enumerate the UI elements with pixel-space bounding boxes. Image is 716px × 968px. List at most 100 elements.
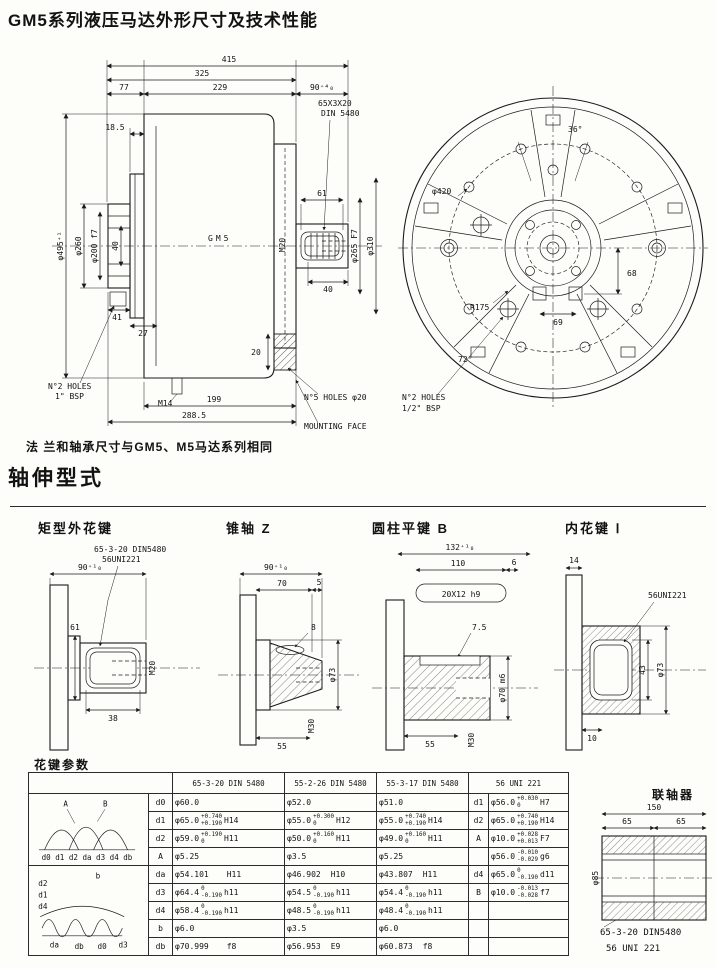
dim-229: 229 [213, 83, 228, 92]
sketch2-label: d2 [38, 879, 47, 888]
row-label: d2 [468, 811, 489, 830]
spline-cell: φ60.0 [172, 793, 285, 812]
dim-m14: M14 [158, 399, 173, 408]
table-row: A B d0 d1 d2 da d3 d4 db d0 φ60.0 φ52.0 … [28, 793, 569, 866]
mounting-face-label: MOUNTING FACE [304, 422, 367, 431]
row-label: db [148, 937, 173, 956]
spline-table-caption: 花键参数 [34, 758, 91, 772]
shaft2-d5: 5 [317, 578, 322, 587]
sketch2-label: da [50, 940, 59, 949]
dim-d495: φ495⁺¹ [56, 232, 65, 261]
flange-outline [402, 97, 704, 399]
dims-hub-bottom: 41 27 M14 [107, 307, 178, 408]
mounting-hatch-block [273, 333, 297, 371]
front-holes-callout-1: N°2 HOLES [402, 393, 446, 402]
dim-d200: φ200 f7 [90, 229, 99, 263]
dim-40-hub: 40 [111, 241, 120, 251]
shaft4-d73: φ73 [656, 663, 665, 678]
dim-d420-label: φ420 [432, 187, 451, 196]
dim-77: 77 [119, 83, 129, 92]
shaft2-m30: M30 [307, 719, 316, 734]
sketch2-label: b [96, 871, 101, 880]
sketch1-label-b: B [103, 799, 108, 808]
shaft1-note-1: 65-3-20 DIN5480 [94, 545, 166, 554]
dim-40-shaft: 40 [323, 285, 333, 294]
shaft3-d75: 7.5 [472, 623, 487, 632]
dim-18-5: 18.5 [105, 112, 145, 172]
table-row: b φ6.0 φ3.5 φ6.0 [29, 919, 569, 938]
spline-sketch-top: A B d0 d1 d2 da d3 d4 db [28, 793, 149, 866]
sketch2-label: d4 [38, 902, 48, 911]
section-title: 轴伸型式 [8, 467, 104, 490]
shaft3-d6: 6 [512, 558, 517, 567]
dim-325: 325 [195, 69, 210, 78]
shaft2-d73: φ73 [328, 668, 337, 683]
spline-sketch-bottom: b d2 d1 d4 da db d0 d3 [28, 865, 149, 956]
dim-41: 41 [112, 313, 122, 322]
spline-profile-sketch-2: b d2 d1 d4 da db d0 d3 [38, 871, 128, 951]
dim-72deg: 72° [458, 355, 472, 364]
dim-d260: φ260 [74, 236, 83, 255]
shaft2-length: 90⁺¹₀ [264, 563, 288, 572]
output-shaft [295, 223, 349, 269]
row-label: d3 [148, 883, 173, 902]
dim-20-block: 20 [251, 333, 271, 371]
spline-cell: φ51.0 [376, 793, 469, 812]
shaft1-note-2: 56UNI221 [102, 555, 141, 564]
spline-cell: φ3.5 [284, 847, 377, 866]
shaft4-d43: 43 [638, 665, 647, 675]
spline-cell: φ5.25 [376, 847, 469, 866]
shaft3-d55: 55 [425, 740, 435, 749]
row-label [468, 901, 489, 920]
shaft2-title: 锥轴 Z [226, 521, 272, 536]
motor-housing [107, 113, 297, 395]
dim-d310: φ310 [366, 236, 375, 255]
shaft2-drawing: 90⁺¹₀ 70 5 8 φ73 M30 55 [218, 563, 360, 751]
spline-cell: φ6.0 [172, 919, 285, 938]
row-label: d1 [468, 793, 489, 812]
shaft3-d70: φ70 m6 [498, 673, 507, 702]
dim-199: 199 [207, 395, 222, 404]
arm-ports [423, 114, 683, 358]
spline-callout-2: DIN 5480 [321, 109, 360, 118]
web-spokes [414, 109, 692, 374]
spline-cell: φ3.5 [284, 919, 377, 938]
spline-parameter-table: 65-3-20 DIN 5480 55-2-26 DIN 5480 55-3-1… [28, 772, 569, 956]
table-header-row: 65-3-20 DIN 5480 55-2-26 DIN 5480 55-3-1… [28, 772, 569, 794]
row-label: d4 [468, 865, 489, 884]
callout-spline: 65X3X20 DIN 5480 [318, 99, 360, 231]
dim-61: 61 [317, 189, 327, 198]
dim-d265: φ265 F7 [350, 229, 359, 263]
dims-shaft: 61 M20 40 φ265 F7 φ310 [278, 177, 379, 315]
callout-holes-left-2: 1" BSP [55, 392, 84, 401]
header-col1: 65-3-20 DIN 5480 [172, 772, 285, 794]
row-label: d2 [148, 829, 173, 848]
gauge-ports: 69 68 [532, 247, 637, 327]
dim-415: 415 [222, 55, 237, 64]
row-label [468, 919, 489, 938]
shaft2-d70: 70 [277, 579, 287, 588]
spline-cell [488, 937, 569, 956]
callout-holes-left-1: N°2 HOLES [48, 382, 92, 391]
shaft2-d55: 55 [277, 742, 287, 751]
shaft1-title: 矩型外花键 [38, 521, 114, 536]
dim-m20: M20 [278, 238, 287, 253]
shaft2-d8: 8 [311, 623, 316, 632]
dim-chain-bottom: 199 288.5 [107, 292, 297, 426]
